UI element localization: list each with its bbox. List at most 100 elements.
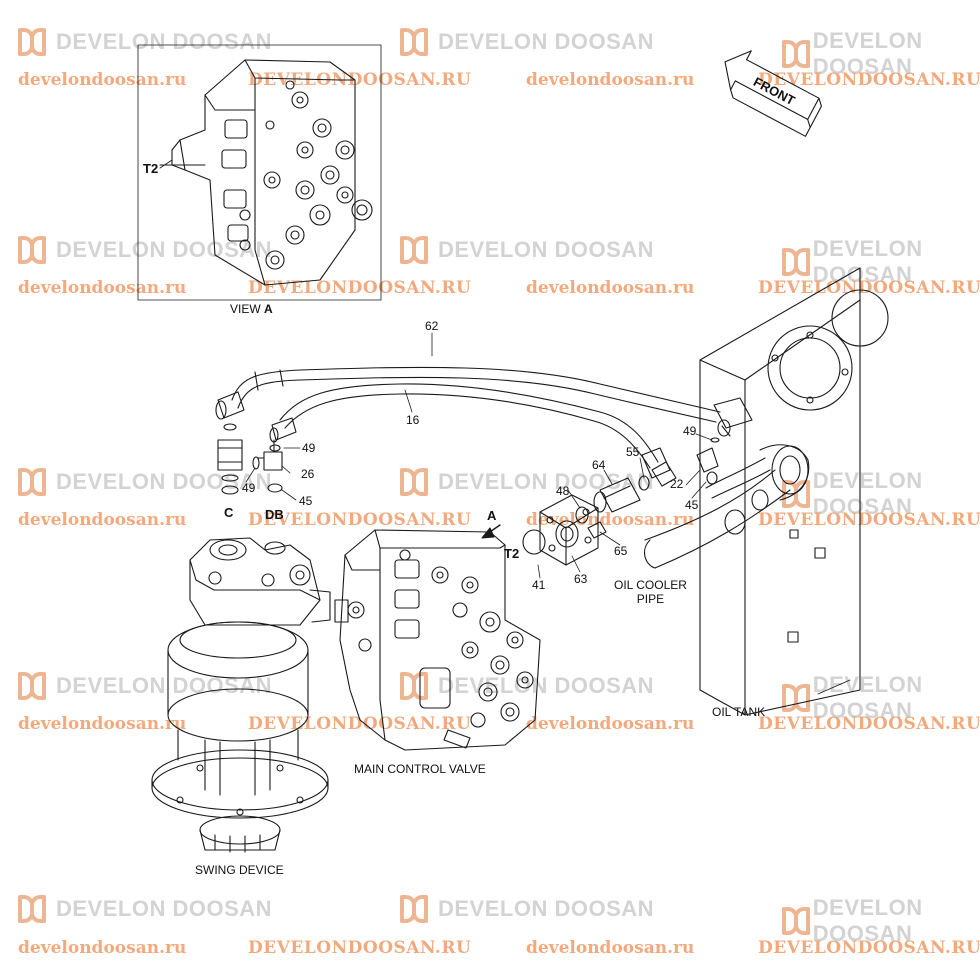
watermark-url: DEVELONDOOSAN.RU — [758, 714, 980, 734]
callout-49-left-2: 49 — [242, 481, 256, 495]
brand-logo-icon — [18, 672, 50, 700]
port-label-db: DB — [265, 507, 284, 522]
watermark-brand: DEVELON DOOSAN — [438, 896, 655, 921]
watermark-logo: DEVELON DOOSAN — [782, 895, 980, 947]
brand-logo-icon — [18, 28, 50, 56]
caption-oil-cooler-line2: PIPE — [636, 592, 665, 606]
watermark-url: develondoosan.ru — [18, 278, 187, 298]
brand-logo-icon — [400, 28, 432, 56]
caption-view: VIEW — [230, 302, 261, 316]
callout-65: 65 — [614, 544, 628, 558]
callout-45-left: 45 — [299, 494, 313, 508]
callout-49-left: 49 — [302, 441, 316, 455]
watermark-brand: DEVELON DOOSAN — [812, 672, 923, 723]
caption-main-control-valve: MAIN CONTROL VALVE — [354, 762, 486, 776]
swing-device — [151, 537, 331, 853]
brand-logo-icon — [400, 895, 432, 923]
watermark-url: DEVELONDOOSAN.RU — [248, 70, 472, 90]
caption-view-letter: A — [264, 302, 273, 316]
view-a-frame — [137, 44, 382, 301]
front-arrow — [724, 50, 822, 137]
main-control-valve — [334, 529, 541, 751]
callout-55: 55 — [626, 445, 640, 459]
watermark-logo: DEVELON DOOSAN — [400, 468, 654, 496]
brand-logo-icon — [18, 895, 50, 923]
watermark-url: DEVELONDOOSAN.RU — [758, 510, 980, 530]
leader-lines — [245, 332, 851, 695]
callout-63: 63 — [574, 572, 588, 586]
callout-16: 16 — [406, 413, 420, 427]
watermark-logo: DEVELON DOOSAN — [18, 895, 272, 923]
callout-45-right: 45 — [685, 498, 699, 512]
watermark-brand: DEVELON DOOSAN — [812, 236, 923, 287]
label-arrow-a: A — [487, 508, 497, 523]
watermark-logo: DEVELON DOOSAN — [782, 236, 980, 288]
watermark-brand: DEVELON DOOSAN — [812, 28, 923, 79]
watermark-url: DEVELONDOOSAN.RU — [248, 714, 472, 734]
fitting-stack-left — [217, 423, 283, 495]
brand-logo-icon — [782, 40, 810, 68]
watermark-url: DEVELONDOOSAN.RU — [248, 510, 472, 530]
watermark-url: develondoosan.ru — [18, 510, 187, 530]
brand-logo-icon — [782, 684, 810, 712]
watermark-logo: DEVELON DOOSAN — [400, 28, 654, 56]
watermark-logo: DEVELON DOOSAN — [400, 672, 654, 700]
watermark-brand: DEVELON DOOSAN — [56, 469, 273, 494]
watermark-url: develondoosan.ru — [526, 510, 695, 530]
watermark-brand: DEVELON DOOSAN — [56, 29, 273, 54]
watermark-url: develondoosan.ru — [18, 938, 187, 958]
callout-64: 64 — [592, 458, 606, 472]
watermark-url: develondoosan.ru — [526, 714, 695, 734]
brand-logo-icon — [782, 248, 810, 276]
label-t2-main: T2 — [504, 546, 520, 561]
oil-cooler-pipe — [644, 457, 791, 569]
label-t2-inset: T2 — [143, 161, 159, 176]
fitting-stack-right — [696, 397, 753, 485]
callout-22: 22 — [670, 477, 684, 491]
watermark-url: DEVELONDOOSAN.RU — [248, 278, 472, 298]
watermark-url: develondoosan.ru — [526, 278, 695, 298]
callout-49-right: 49 — [683, 424, 697, 438]
caption-swing-device: SWING DEVICE — [195, 863, 284, 877]
watermark-logo: DEVELON DOOSAN — [782, 468, 980, 520]
callout-41: 41 — [532, 578, 546, 592]
watermark-url: develondoosan.ru — [18, 714, 187, 734]
watermark-logo: DEVELON DOOSAN — [18, 672, 272, 700]
hose-62 — [215, 366, 721, 423]
watermark-logo: DEVELON DOOSAN — [18, 468, 272, 496]
view-a-valve-block — [159, 59, 373, 286]
oil-tank — [699, 267, 889, 716]
watermark-brand: DEVELON DOOSAN — [56, 896, 273, 921]
port-label-c: C — [224, 505, 234, 520]
watermark-brand: DEVELON DOOSAN — [56, 673, 273, 698]
brand-logo-icon — [400, 236, 432, 264]
watermark-brand: DEVELON DOOSAN — [812, 468, 923, 519]
watermark-brand: DEVELON DOOSAN — [438, 29, 655, 54]
brand-logo-icon — [18, 236, 50, 264]
hose-16 — [269, 383, 671, 479]
watermark-logo: DEVELON DOOSAN — [18, 28, 272, 56]
watermark-logo: DEVELON DOOSAN — [782, 672, 980, 724]
view-a-arrow — [481, 524, 501, 539]
watermark-logo: DEVELON DOOSAN — [400, 236, 654, 264]
brand-logo-icon — [18, 468, 50, 496]
callout-48: 48 — [556, 484, 570, 498]
watermark-url: develondoosan.ru — [526, 70, 695, 90]
callout-62: 62 — [425, 319, 439, 333]
brand-logo-icon — [400, 468, 432, 496]
callout-26: 26 — [301, 467, 315, 481]
watermark-url: DEVELONDOOSAN.RU — [758, 70, 980, 90]
watermark-logo: DEVELON DOOSAN — [400, 895, 654, 923]
caption-view-a: VIEW A — [230, 302, 273, 316]
watermark-url: DEVELONDOOSAN.RU — [758, 278, 980, 298]
watermark-brand: DEVELON DOOSAN — [438, 469, 655, 494]
caption-oil-cooler-line1: OIL COOLER — [614, 578, 687, 592]
watermark-url: DEVELONDOOSAN.RU — [758, 938, 980, 958]
watermark-brand: DEVELON DOOSAN — [438, 237, 655, 262]
watermark-brand: DEVELON DOOSAN — [812, 895, 923, 946]
watermark-url: develondoosan.ru — [18, 70, 187, 90]
watermark-url: DEVELONDOOSAN.RU — [248, 938, 472, 958]
watermark-logo: DEVELON DOOSAN — [782, 28, 980, 80]
